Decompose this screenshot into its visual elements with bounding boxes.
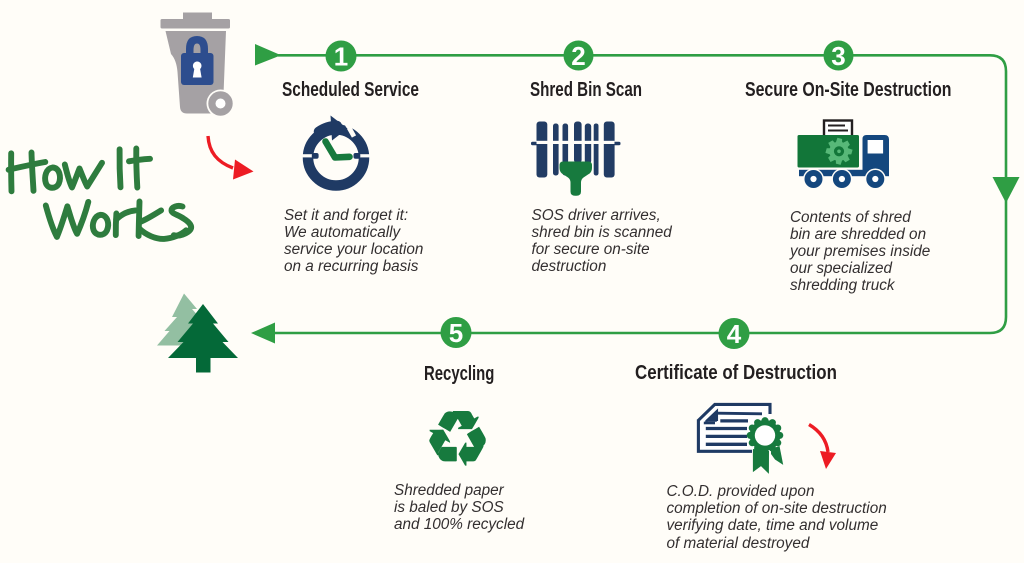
svg-text:5: 5 — [449, 318, 463, 348]
svg-text:2: 2 — [571, 41, 585, 71]
svg-text:4: 4 — [727, 319, 742, 349]
svg-text:1: 1 — [334, 41, 348, 71]
svg-text:3: 3 — [831, 41, 845, 71]
